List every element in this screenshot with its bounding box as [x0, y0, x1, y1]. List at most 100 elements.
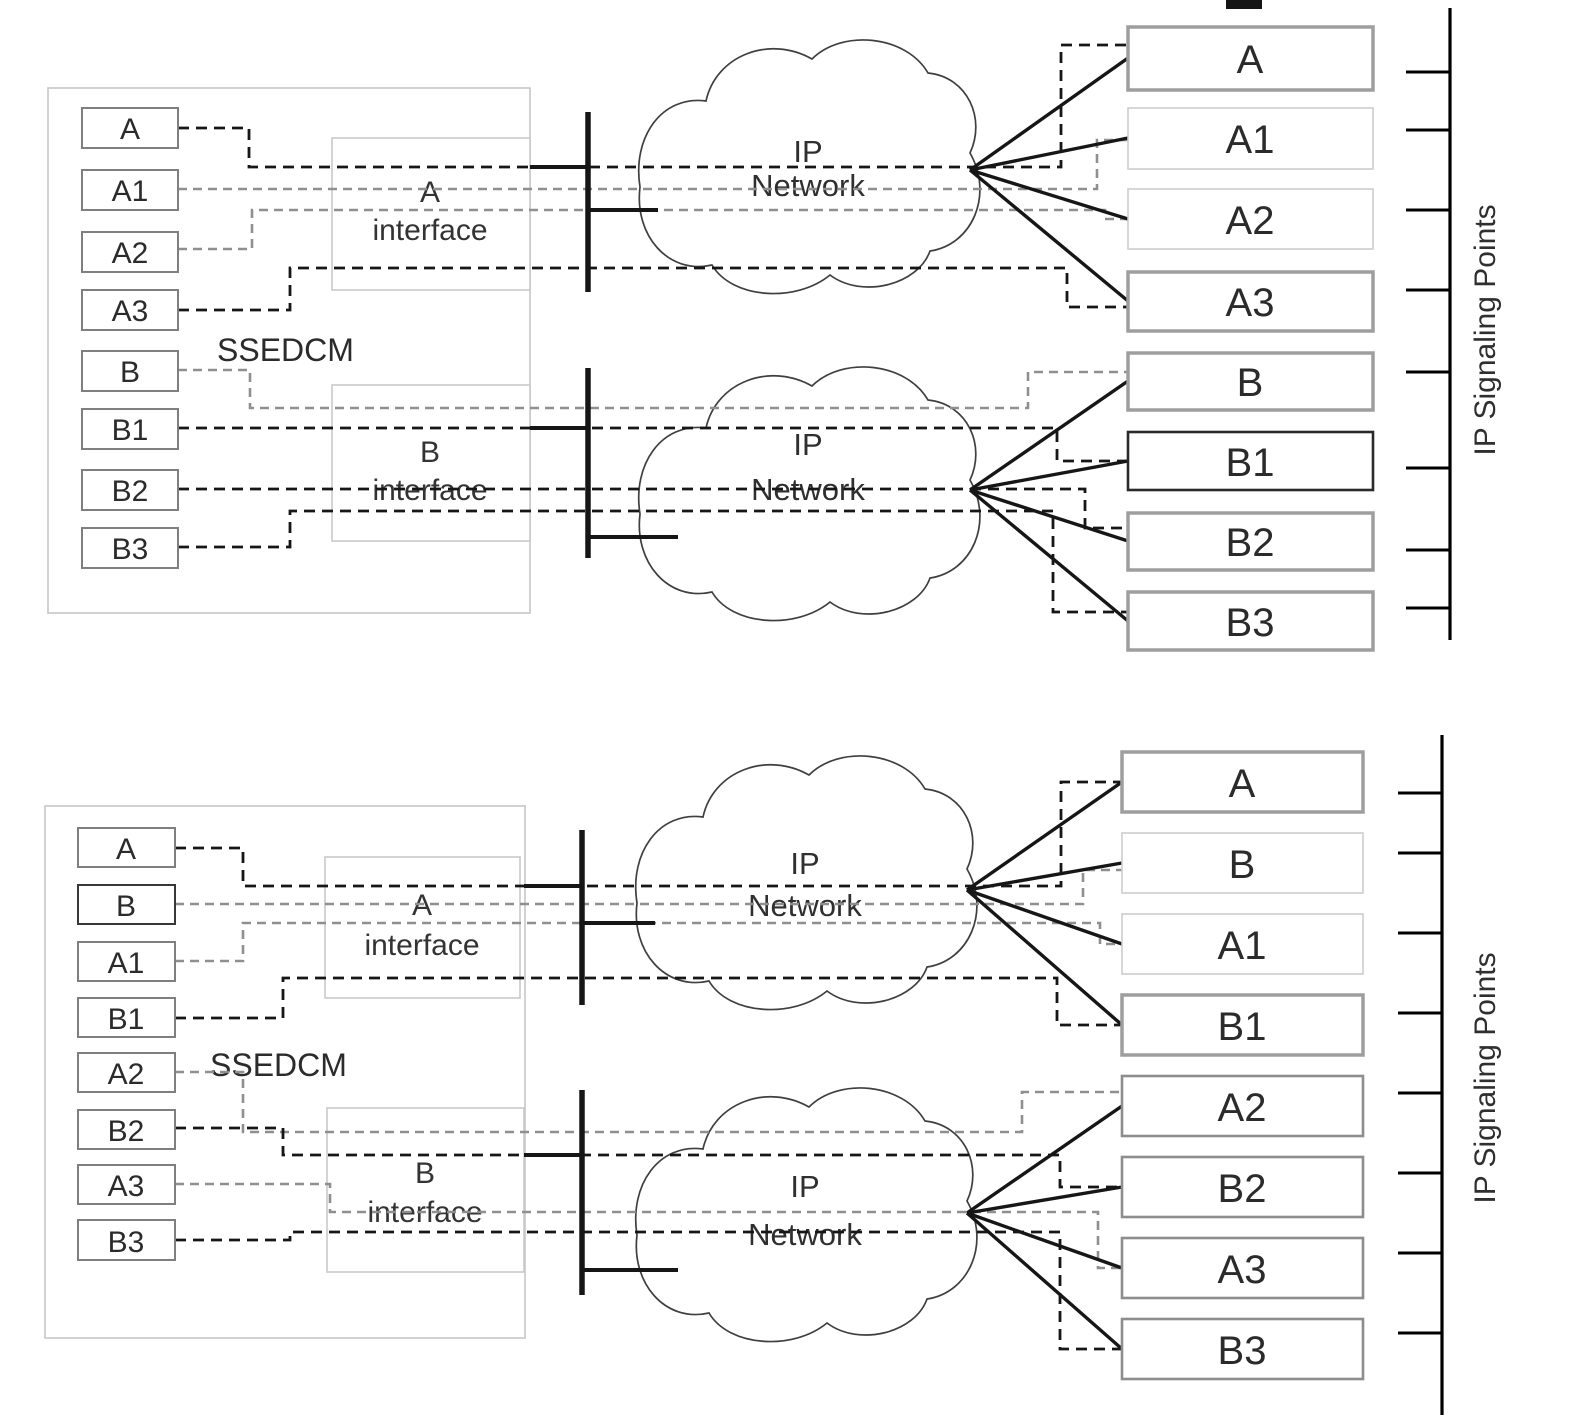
fan-link — [969, 56, 1129, 172]
dashed-link-a — [175, 780, 1122, 888]
dashed-link-b1 — [178, 426, 1128, 463]
sp-box — [1126, 590, 1375, 652]
sp-label: B3 — [1226, 601, 1275, 645]
sp-box — [1120, 1155, 1365, 1219]
cloud-label-network: Network — [748, 1217, 862, 1252]
dashed-link-a3 — [178, 266, 1140, 312]
sp-label: A — [1237, 38, 1264, 82]
b-interface-label-line1: B — [415, 1157, 435, 1190]
dashed-link-a — [178, 43, 1128, 169]
sp-label: A1 — [1226, 118, 1275, 162]
dashed-link-a3 — [175, 1182, 1122, 1270]
port-label: A — [116, 833, 136, 866]
port-box — [81, 107, 179, 149]
fan-link — [969, 459, 1129, 492]
ssedcm-label: SSEDCM — [210, 1047, 347, 1083]
port-label: B — [120, 356, 140, 389]
sp-label: B — [1229, 843, 1256, 887]
sp-box — [1120, 1317, 1365, 1381]
cloud-label-network: Network — [751, 168, 865, 203]
a-interface-label-line2: interface — [372, 214, 487, 247]
ip-cloud — [634, 1087, 978, 1343]
a-interface-box — [331, 137, 531, 291]
b-interface-label-line1: B — [420, 436, 440, 469]
port-label: A — [120, 113, 140, 146]
fan-link — [969, 379, 1129, 492]
sp-box — [1121, 832, 1364, 894]
fan-link — [966, 861, 1123, 892]
sp-label: B1 — [1218, 1005, 1267, 1049]
ip-cloud — [637, 366, 981, 622]
sp-box — [1126, 25, 1375, 92]
port-box — [81, 527, 179, 569]
port-label: B3 — [108, 1226, 145, 1259]
sp-label: B3 — [1218, 1329, 1267, 1373]
cloud-label-ip: IP — [790, 1169, 819, 1204]
port-label: B1 — [108, 1003, 145, 1036]
port-label: B — [116, 890, 136, 923]
sp-label: A2 — [1226, 199, 1275, 243]
dashed-link-b — [175, 868, 1122, 906]
sp-box — [1120, 1236, 1365, 1300]
port-box — [81, 289, 179, 331]
port-label: B3 — [112, 533, 149, 566]
sp-box — [1126, 430, 1375, 492]
sp-box — [1120, 993, 1365, 1057]
fan-link — [968, 488, 1130, 623]
fan-link — [969, 136, 1129, 172]
port-label: B2 — [108, 1115, 145, 1148]
cloud-label-network: Network — [748, 888, 862, 923]
fan-link — [966, 1185, 1123, 1215]
sp-box — [1126, 351, 1375, 412]
port-box — [77, 941, 176, 982]
cloud-label-ip: IP — [793, 134, 822, 169]
b-interface-box — [326, 1107, 525, 1273]
sp-label: A2 — [1218, 1086, 1267, 1130]
sp-box — [1121, 913, 1364, 975]
b-interface-box — [331, 384, 531, 542]
port-label: A1 — [108, 947, 145, 980]
port-label: A1 — [112, 175, 149, 208]
dashed-link-b — [178, 368, 1128, 410]
scan-artifact — [1226, 0, 1262, 9]
sp-box — [1126, 270, 1375, 333]
port-label: A3 — [112, 295, 149, 328]
sp-label: B — [1237, 361, 1264, 405]
fan-link — [969, 488, 1129, 543]
fan-link — [966, 888, 1123, 946]
port-box — [81, 469, 179, 511]
dashed-link-b2 — [178, 487, 1128, 530]
fan-link — [966, 1104, 1123, 1215]
port-box — [77, 827, 176, 868]
sp-box — [1127, 107, 1374, 170]
port-label: B1 — [112, 414, 149, 447]
fan-link — [965, 1211, 1124, 1351]
port-label: A2 — [108, 1058, 145, 1091]
sp-box — [1120, 1074, 1365, 1138]
ssedcm-label: SSEDCM — [217, 332, 354, 368]
port-box — [77, 997, 176, 1038]
fan-link — [968, 168, 1130, 303]
port-label: A2 — [112, 237, 149, 270]
sp-label: A1 — [1218, 924, 1267, 968]
diagram-top: SSEDCM A interface B interface IP Networ… — [47, 8, 1502, 652]
sp-label: B2 — [1218, 1167, 1267, 1211]
dashed-link-b2 — [175, 1126, 1122, 1189]
sp-box — [1126, 511, 1375, 572]
sp-label: A3 — [1226, 281, 1275, 325]
sp-box — [1120, 750, 1365, 814]
fan-link — [966, 1211, 1123, 1270]
dashed-link-a2 — [178, 208, 1128, 251]
a-interface-label-line2: interface — [364, 929, 479, 962]
port-box — [77, 1052, 176, 1093]
port-box — [77, 1109, 176, 1150]
sp-box — [1127, 188, 1374, 250]
cloud-label-ip: IP — [790, 846, 819, 881]
dashed-link-b3 — [175, 1230, 1122, 1351]
ip-cloud — [634, 755, 978, 1011]
port-box — [81, 408, 179, 450]
axis-label: IP Signaling Points — [1469, 952, 1502, 1203]
sp-label: B1 — [1226, 441, 1275, 485]
diagram-bottom: SSEDCM A interface B interface IP Networ… — [44, 735, 1502, 1415]
